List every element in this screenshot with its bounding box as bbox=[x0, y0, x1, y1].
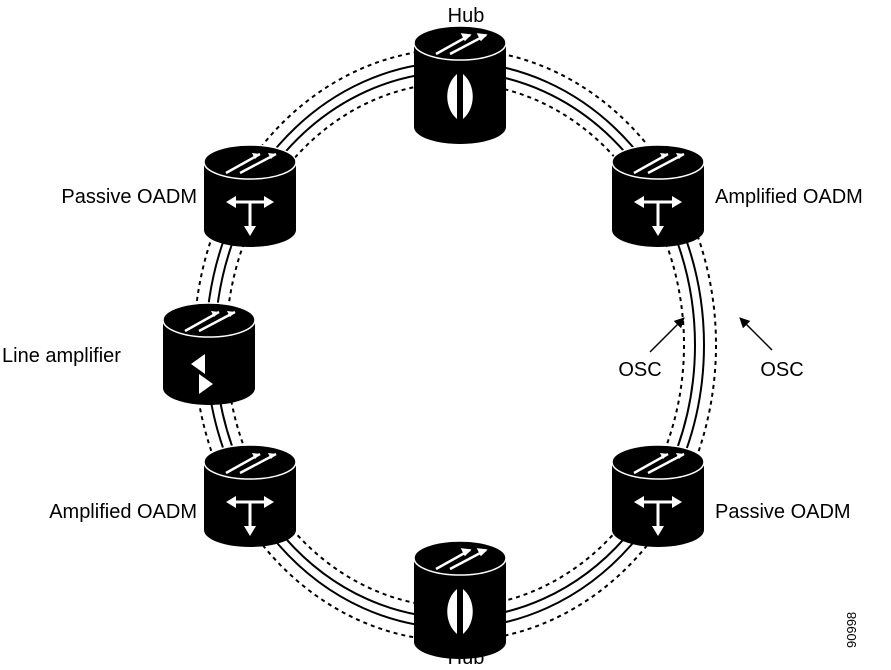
amplified-oadm-top-right-label: Amplified OADM bbox=[715, 186, 863, 208]
amplified-oadm-node-top-right bbox=[611, 144, 705, 247]
hub-bottom-label: Hub bbox=[448, 647, 485, 669]
oadm-icon bbox=[203, 444, 297, 547]
oadm-icon bbox=[203, 144, 297, 247]
passive-oadm-bottom-right-label: Passive OADM bbox=[715, 501, 851, 523]
hub-node-top bbox=[413, 25, 507, 144]
hub-icon bbox=[413, 540, 507, 659]
line-amplifier-node bbox=[162, 302, 256, 405]
osc-outer-label: OSC bbox=[760, 359, 803, 381]
osc-inner-label: OSC bbox=[618, 359, 661, 381]
hub-node-bottom bbox=[413, 540, 507, 659]
passive-oadm-top-left-label: Passive OADM bbox=[61, 186, 197, 208]
figure-id: 90998 bbox=[844, 612, 859, 648]
passive-oadm-node-top-left bbox=[203, 144, 297, 247]
oadm-icon bbox=[611, 144, 705, 247]
hub-icon bbox=[413, 25, 507, 144]
osc-inner-arrow bbox=[649, 317, 685, 353]
hub-top-label: Hub bbox=[448, 5, 485, 27]
line-amplifier-label: Line amplifier bbox=[2, 345, 121, 367]
oadm-icon bbox=[611, 444, 705, 547]
amplified-oadm-node-bottom-left bbox=[203, 444, 297, 547]
amplifier-icon bbox=[162, 302, 256, 405]
amplified-oadm-bottom-left-label: Amplified OADM bbox=[49, 501, 197, 523]
osc-outer-arrow bbox=[739, 317, 773, 351]
passive-oadm-node-bottom-right bbox=[611, 444, 705, 547]
